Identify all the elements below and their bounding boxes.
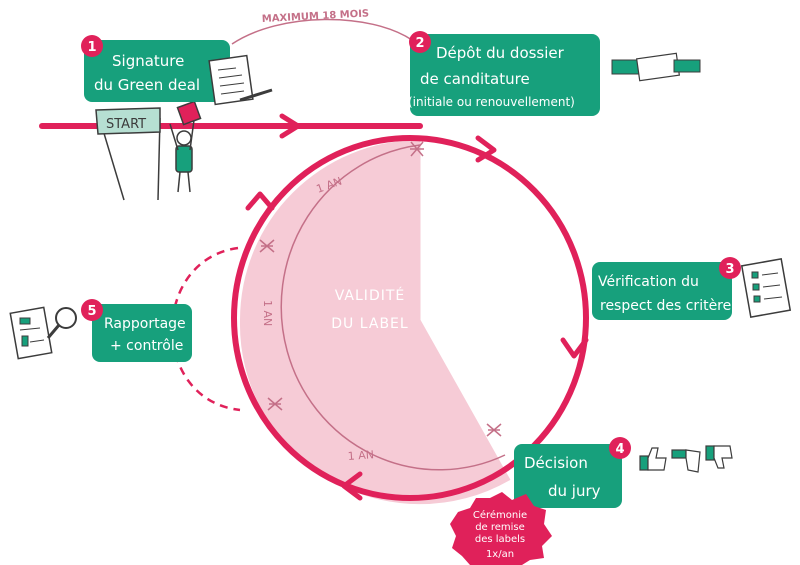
start-banner: START — [95, 107, 161, 201]
year-tick-marks — [259, 141, 502, 437]
step-2-badge — [409, 31, 431, 53]
ceremony-line1: Cérémonie — [473, 509, 527, 521]
step-4-badge — [609, 437, 631, 459]
center-line1: VALIDITÉ — [335, 287, 406, 304]
thumb-down-icon — [705, 445, 733, 469]
step-3-card: 3 Vérification du respect des critères — [592, 257, 741, 320]
report-magnifier-icon — [9, 306, 77, 360]
green-deal-document-icon — [208, 54, 273, 106]
person-with-pen-icon — [169, 100, 202, 193]
thumb-side-icon — [671, 449, 701, 473]
start-label: START — [106, 117, 146, 132]
step-5-card: 5 Rapportage + contrôle — [81, 299, 192, 362]
step-5-line2: + contrôle — [110, 338, 183, 354]
cycle-arrow-left — [245, 191, 275, 211]
checklist-clipboard-icon — [740, 258, 792, 318]
cycle-arrow-topright — [475, 135, 497, 163]
max-18-months-label: MAXIMUM 18 MOIS — [262, 8, 370, 25]
step-3-line2: respect des critères — [600, 298, 739, 314]
step-2-line1: Dépôt du dossier — [436, 44, 565, 62]
step-3-line1: Vérification du — [598, 274, 699, 290]
step-2-card: 2 Dépôt du dossier de canditature (initi… — [408, 31, 600, 116]
center-line2: DU LABEL — [331, 316, 408, 332]
step-4-number: 4 — [615, 442, 624, 457]
step-2-number: 2 — [415, 36, 424, 51]
step-2-line3: (initiale ou renouvellement) — [408, 95, 575, 109]
step-3-number: 3 — [725, 262, 734, 277]
tick-mark — [486, 423, 502, 437]
step-4-card: 4 Décision du jury — [514, 437, 631, 508]
tick-mark — [267, 397, 283, 411]
step-4-line1: Décision — [524, 454, 588, 472]
step-4-line2: du jury — [548, 482, 601, 500]
step-1-line1: Signature — [112, 52, 184, 70]
step-1-number: 1 — [87, 40, 96, 55]
year-label-left: 1 AN — [261, 300, 274, 326]
cycle-circle — [231, 135, 589, 501]
cycle-arrow-bottom — [341, 471, 363, 501]
ceremony-line4: 1x/an — [486, 549, 514, 560]
inner-year-ring — [280, 144, 506, 471]
start-line-arrow — [279, 113, 301, 139]
ceremony-line3: des labels — [475, 534, 525, 545]
max-18-months-arc — [231, 18, 413, 45]
validity-sector — [239, 140, 510, 505]
step-5-badge — [81, 299, 103, 321]
validity-sector-edge — [419, 140, 511, 481]
step-3-badge — [719, 257, 741, 279]
step-1-badge — [81, 35, 103, 57]
thumb-up-icon — [639, 447, 667, 471]
tick-mark — [410, 141, 424, 157]
step-5-line1: Rapportage — [104, 316, 186, 332]
step-1-card: 1 Signature du Green deal — [81, 35, 230, 102]
ceremony-badge: Cérémonie de remise des labels 1x/an — [450, 492, 552, 565]
ceremony-line2: de remise — [475, 522, 525, 533]
handover-document-icon — [611, 52, 701, 82]
step-2-line2: de canditature — [420, 70, 530, 88]
cycle-arrow-right — [560, 337, 589, 359]
step-5-number: 5 — [87, 304, 96, 319]
tick-mark — [259, 239, 275, 253]
step-1-line2: du Green deal — [94, 76, 200, 94]
year-label-bottom: 1 AN — [347, 448, 374, 463]
thumbs-icons — [639, 445, 733, 473]
